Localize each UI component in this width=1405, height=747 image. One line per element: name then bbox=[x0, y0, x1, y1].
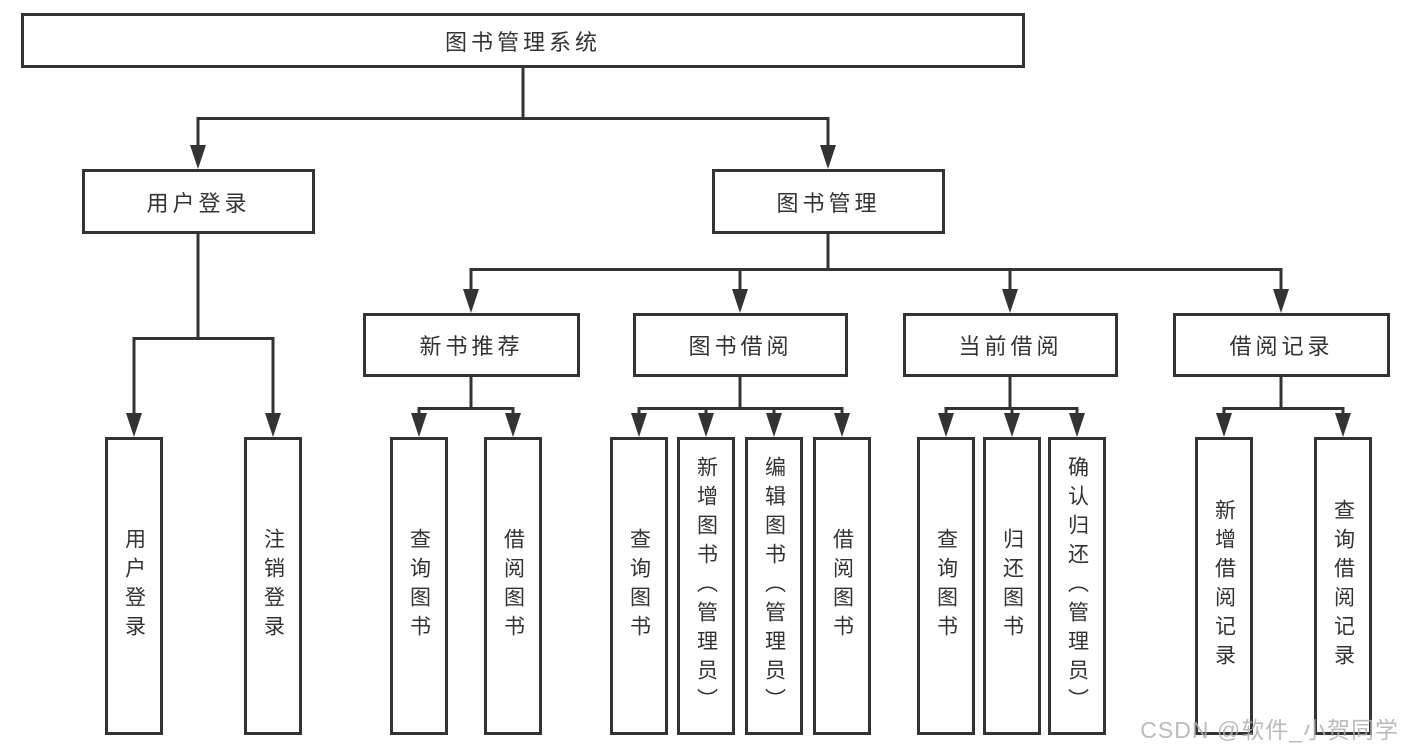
leaf-logout: 注销登录 bbox=[244, 437, 302, 735]
arrowhead bbox=[1335, 413, 1351, 437]
arrowhead bbox=[732, 289, 748, 313]
arrowhead bbox=[411, 413, 427, 437]
arrowhead bbox=[631, 413, 647, 437]
leaf-label: 用户登录 bbox=[122, 528, 146, 644]
leaf-label: 查询借阅记录 bbox=[1331, 499, 1355, 673]
leaf-confirm-return-admin: 确认归还（管理员） bbox=[1048, 437, 1106, 735]
node-new-book-recommend: 新书推荐 bbox=[363, 313, 580, 377]
csdn-watermark: CSDN @软件_小贺同学 bbox=[1140, 717, 1399, 743]
leaf-query-borrow-record: 查询借阅记录 bbox=[1314, 437, 1372, 735]
leaf-query-books-3: 查询图书 bbox=[917, 437, 975, 735]
node-root-system: 图书管理系统 bbox=[21, 13, 1025, 68]
arrowhead bbox=[698, 413, 714, 437]
leaf-borrow-books-2: 借阅图书 bbox=[813, 437, 871, 735]
arrowhead bbox=[1069, 413, 1085, 437]
arrowhead bbox=[1216, 413, 1232, 437]
arrowhead bbox=[126, 413, 142, 437]
leaf-label: 新增借阅记录 bbox=[1212, 499, 1236, 673]
arrowhead bbox=[938, 413, 954, 437]
leaf-borrow-books-1: 借阅图书 bbox=[484, 437, 542, 735]
leaf-label: 归还图书 bbox=[1000, 528, 1024, 644]
connector-borrowrecord-branch bbox=[1222, 376, 1345, 417]
connector-currentborrow-branch bbox=[944, 376, 1079, 417]
node-user-login: 用户登录 bbox=[82, 169, 315, 234]
arrowhead bbox=[463, 289, 479, 313]
connector-bookmgmt-to-level3 bbox=[469, 233, 1283, 292]
arrowhead bbox=[190, 145, 206, 169]
leaf-label: 查询图书 bbox=[627, 528, 651, 644]
leaf-query-books-1: 查询图书 bbox=[390, 437, 448, 735]
arrowhead bbox=[1273, 289, 1289, 313]
arrowhead bbox=[766, 413, 782, 437]
leaf-label: 新增图书（管理员） bbox=[694, 455, 718, 717]
leaf-return-books: 归还图书 bbox=[983, 437, 1041, 735]
leaf-label: 编辑图书（管理员） bbox=[762, 455, 786, 717]
arrowhead bbox=[1004, 413, 1020, 437]
arrowhead bbox=[1002, 289, 1018, 313]
node-borrow-record: 借阅记录 bbox=[1173, 313, 1390, 377]
leaf-query-books-2: 查询图书 bbox=[610, 437, 668, 735]
node-book-borrow: 图书借阅 bbox=[633, 313, 848, 377]
connector-newbook-branch bbox=[417, 376, 515, 417]
leaf-label: 借阅图书 bbox=[501, 528, 525, 644]
leaf-label: 确认归还（管理员） bbox=[1065, 455, 1089, 717]
leaf-user-login: 用户登录 bbox=[105, 437, 163, 735]
leaf-edit-books-admin: 编辑图书（管理员） bbox=[745, 437, 803, 735]
arrowhead bbox=[505, 413, 521, 437]
leaf-add-books-admin: 新增图书（管理员） bbox=[677, 437, 735, 735]
arrowheads bbox=[126, 145, 1351, 437]
leaf-label: 借阅图书 bbox=[830, 528, 854, 644]
arrowhead bbox=[834, 413, 850, 437]
node-current-borrow: 当前借阅 bbox=[903, 313, 1118, 377]
leaf-add-borrow-record: 新增借阅记录 bbox=[1195, 437, 1253, 735]
leaf-label: 注销登录 bbox=[261, 528, 285, 644]
connector-root-to-level2 bbox=[196, 67, 830, 148]
connector-bookborrow-branch bbox=[637, 376, 844, 417]
arrowhead bbox=[820, 145, 836, 169]
leaf-label: 查询图书 bbox=[934, 528, 958, 644]
node-book-management: 图书管理 bbox=[712, 169, 945, 234]
arrowhead bbox=[265, 413, 281, 437]
connector-userlogin-branch bbox=[132, 233, 275, 416]
leaf-label: 查询图书 bbox=[407, 528, 431, 644]
